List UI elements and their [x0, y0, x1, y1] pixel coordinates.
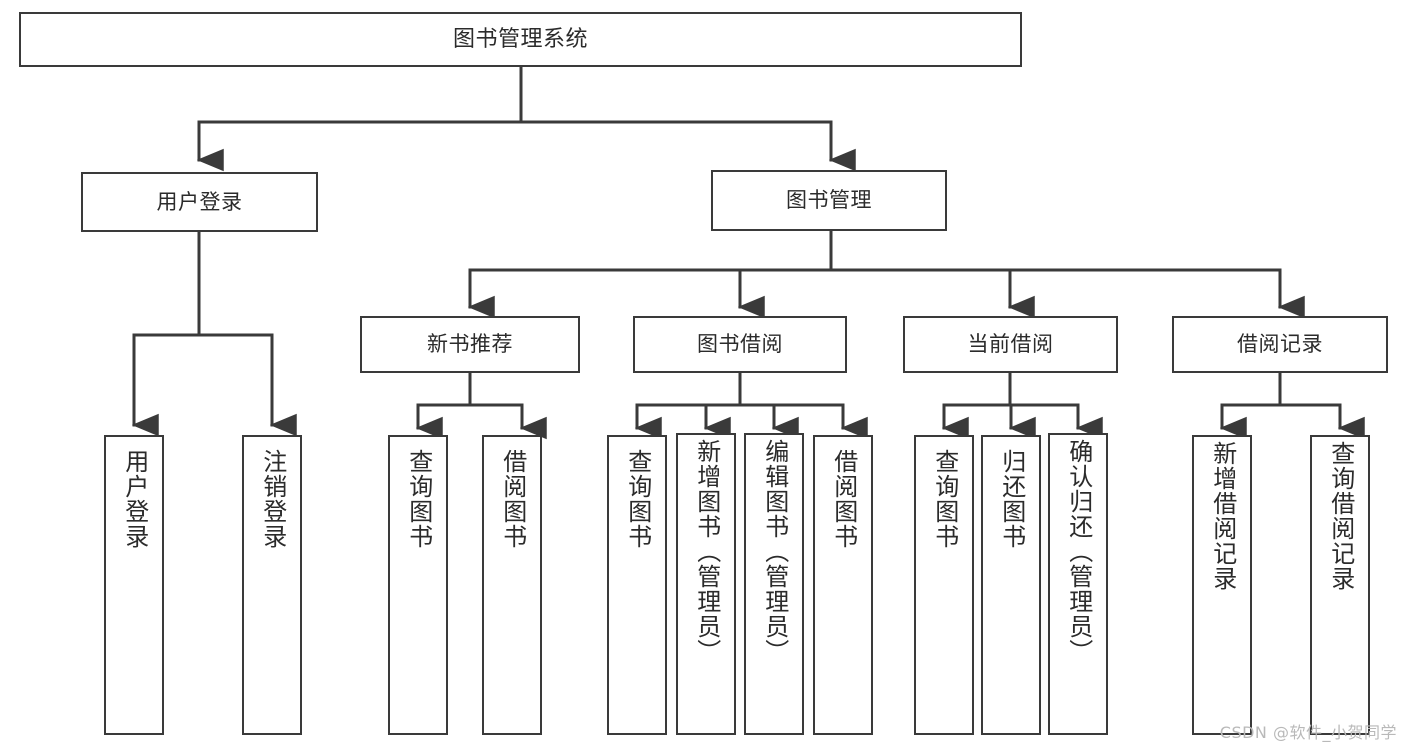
node-leaf-borrow-book-2-label: 借阅图书	[829, 449, 858, 549]
node-user-login-label: 用户登录	[156, 189, 243, 214]
node-current-borrow[interactable]: 当前借阅	[903, 316, 1118, 373]
node-user-login[interactable]: 用户登录	[81, 172, 318, 232]
node-leaf-query-borrow-record-label: 查询借阅记录	[1326, 441, 1355, 591]
node-book-management[interactable]: 图书管理	[711, 170, 947, 231]
node-leaf-edit-book-label: 编辑图书（管理员）	[760, 439, 789, 664]
node-root[interactable]: 图书管理系统	[19, 12, 1022, 67]
node-leaf-user-login-label: 用户登录	[120, 449, 149, 549]
node-leaf-borrow-book-1[interactable]: 借阅图书	[482, 435, 542, 735]
node-book-borrow-label: 图书借阅	[697, 332, 783, 357]
node-leaf-logout-login-label: 注销登录	[258, 449, 287, 549]
node-leaf-confirm-return-label: 确认归还（管理员）	[1064, 439, 1093, 664]
node-book-management-label: 图书管理	[786, 188, 872, 213]
node-leaf-return-book-label: 归还图书	[997, 449, 1026, 549]
node-leaf-add-borrow-record-label: 新增借阅记录	[1208, 441, 1237, 591]
node-leaf-add-book[interactable]: 新增图书（管理员）	[676, 433, 736, 735]
watermark-text: CSDN @软件_小贺同学	[1219, 723, 1397, 742]
node-leaf-add-borrow-record[interactable]: 新增借阅记录	[1192, 435, 1252, 735]
node-book-borrow[interactable]: 图书借阅	[633, 316, 847, 373]
node-leaf-query-borrow-record[interactable]: 查询借阅记录	[1310, 435, 1370, 735]
node-leaf-query-book-2[interactable]: 查询图书	[607, 435, 667, 735]
node-borrow-record-label: 借阅记录	[1237, 332, 1323, 357]
node-leaf-query-book-1-label: 查询图书	[404, 449, 433, 549]
node-leaf-query-book-3[interactable]: 查询图书	[914, 435, 974, 735]
node-current-borrow-label: 当前借阅	[967, 332, 1054, 357]
node-root-label: 图书管理系统	[452, 26, 588, 52]
node-new-book-recommend-label: 新书推荐	[427, 332, 513, 357]
node-leaf-add-book-label: 新增图书（管理员）	[692, 439, 721, 664]
node-leaf-query-book-2-label: 查询图书	[623, 449, 652, 549]
node-leaf-logout-login[interactable]: 注销登录	[242, 435, 302, 735]
node-leaf-confirm-return[interactable]: 确认归还（管理员）	[1048, 433, 1108, 735]
node-leaf-query-book-3-label: 查询图书	[930, 449, 959, 549]
node-leaf-return-book[interactable]: 归还图书	[981, 435, 1041, 735]
node-leaf-user-login[interactable]: 用户登录	[104, 435, 164, 735]
node-leaf-edit-book[interactable]: 编辑图书（管理员）	[744, 433, 804, 735]
node-new-book-recommend[interactable]: 新书推荐	[360, 316, 580, 373]
node-borrow-record[interactable]: 借阅记录	[1172, 316, 1388, 373]
node-leaf-borrow-book-1-label: 借阅图书	[498, 449, 527, 549]
node-leaf-query-book-1[interactable]: 查询图书	[388, 435, 448, 735]
node-leaf-borrow-book-2[interactable]: 借阅图书	[813, 435, 873, 735]
